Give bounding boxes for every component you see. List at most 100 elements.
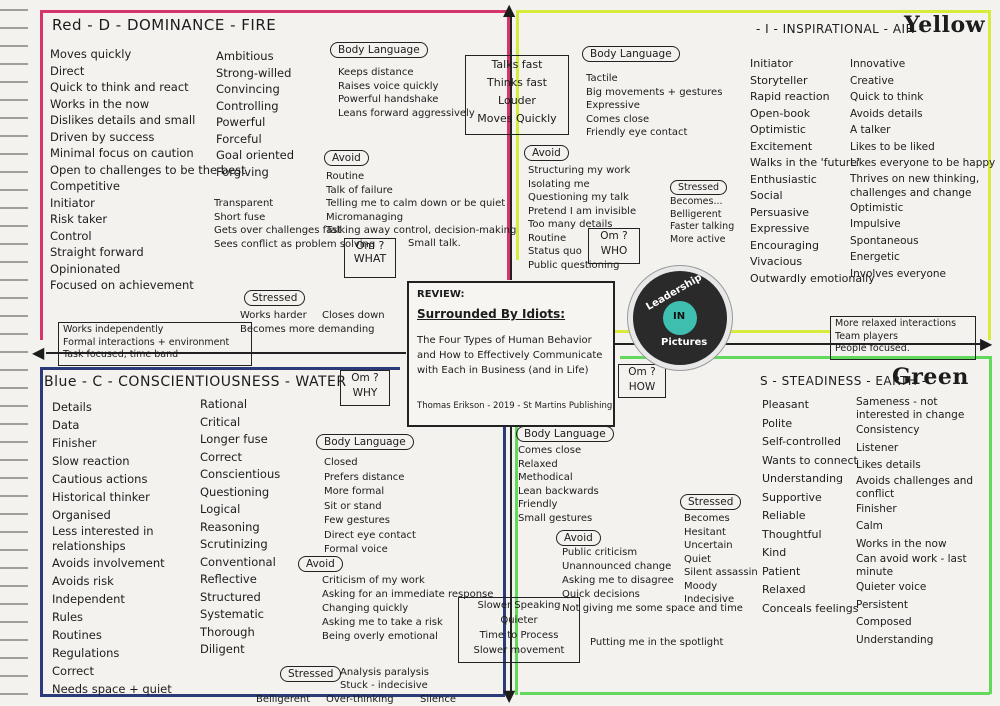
list-item: Straight forward: [50, 245, 144, 259]
arrow-down-icon: ▼: [503, 686, 516, 705]
list-item: Independent: [52, 592, 125, 606]
list-item: Expressive: [750, 222, 810, 235]
list-item: Prefers distance: [324, 471, 405, 483]
list-item: Small gestures: [518, 512, 593, 524]
list-item: Likes details: [856, 459, 921, 471]
green-border-top: [620, 356, 992, 359]
list-item: Slower Speaking: [477, 600, 561, 611]
list-item: Silent assassin: [684, 567, 758, 578]
yellow-border-left: [516, 10, 519, 260]
yellow-border-right: [988, 10, 991, 340]
blue-body-language-list: Closed Prefers distance More formal Sit …: [324, 456, 416, 558]
list-item: Systematic: [200, 607, 264, 621]
list-item: Tactile: [586, 73, 618, 84]
list-item: Formal interactions + environment: [63, 336, 230, 348]
list-item: Becomes: [684, 513, 730, 524]
list-item: Quieter voice: [856, 581, 927, 593]
green-avoid-bubble: Avoid: [556, 530, 601, 546]
book-subtitle: The Four Types of Human Behavior and How…: [417, 335, 603, 376]
list-item: Driven by success: [50, 129, 155, 144]
list-item: Methodical: [518, 472, 573, 483]
list-item: Closed: [324, 457, 358, 468]
list-item: Questioning: [200, 484, 270, 499]
list-item: Patient: [762, 564, 801, 578]
list-item: Slower movement: [473, 645, 565, 656]
list-item: Faster talking: [670, 221, 735, 232]
list-item: Pretend I am invisible: [528, 205, 637, 217]
list-item: More formal: [324, 486, 385, 497]
list-item: Data: [52, 418, 80, 432]
yellow-avoid-list: Structuring my work Isolating me Questio…: [528, 164, 636, 272]
list-item: Relaxed: [518, 458, 558, 470]
list-item: Focused on achievement: [50, 278, 194, 292]
yellow-interaction-box: More relaxed interactions Team players P…: [830, 316, 976, 360]
list-item: Likes everyone to be happy: [850, 157, 996, 169]
list-item: Becomes...: [670, 196, 723, 207]
yellow-traits-col1: Initiator Storyteller Rapid reaction Ope…: [750, 56, 875, 287]
list-item: People focused.: [835, 343, 910, 354]
blue-border-left: [40, 367, 43, 697]
list-item: Thorough: [200, 624, 255, 639]
red-border-left: [40, 10, 43, 340]
list-item: Quiet: [684, 553, 712, 565]
list-item: Team players: [835, 330, 898, 342]
list-item: Friendly: [518, 499, 558, 510]
list-item: Logical: [200, 502, 241, 516]
list-item: Energetic: [850, 251, 900, 263]
list-item: Structuring my work: [528, 165, 631, 176]
list-item: Micromanaging: [326, 211, 404, 223]
logo-ring: [663, 301, 697, 335]
list-item: Can avoid work - last minute: [856, 553, 967, 578]
blue-stressed-belligerent: Belligerent: [256, 694, 311, 705]
list-item: Initiator: [750, 57, 793, 70]
red-avoid-list: Routine Talk of failure Telling me to ca…: [326, 170, 516, 238]
list-item: Avoids challenges and conflict: [856, 474, 974, 500]
red-traits-col1: Moves quickly Direct Quick to think and …: [50, 46, 246, 294]
list-item: Stuck - indecisive: [340, 680, 428, 691]
green-avoid-spotlight: Putting me in the spotlight: [590, 637, 724, 648]
yellow-talks-box: Talks fast Thinks fast Louder Moves Quic…: [465, 55, 569, 135]
list-item: Quieter: [500, 615, 538, 626]
om-label: Om ?: [351, 372, 379, 384]
list-item: Becomes more demanding: [240, 323, 375, 335]
list-item: Talk of failure: [326, 184, 393, 196]
list-item: Composed: [856, 616, 912, 628]
list-item: Uncertain: [684, 540, 733, 551]
list-item: Sees conflict as problem solving: [214, 238, 376, 250]
logo-line3: Pictures: [661, 337, 708, 348]
yellow-stressed-bubble: Stressed: [670, 180, 728, 195]
list-item: Finisher: [856, 502, 897, 515]
blue-traits-col1: Details Data Finisher Slow reaction Caut…: [52, 398, 182, 698]
list-item: Hesitant: [684, 526, 726, 538]
yellow-avoid-bubble: Avoid: [524, 145, 569, 161]
arrow-left-icon: ◀: [32, 343, 45, 362]
list-item: Enthusiastic: [750, 172, 817, 186]
list-item: Direct eye contact: [324, 529, 416, 541]
list-item: Outwardly emotionally: [750, 271, 875, 285]
list-item: Status quo: [528, 246, 582, 257]
list-item: Criticism of my work: [322, 575, 425, 586]
yellow-border-top: [516, 10, 990, 13]
vertical-axis-bottom: [510, 425, 512, 691]
horizontal-axis-left: [46, 352, 406, 354]
book-title-box: REVIEW: Surrounded By Idiots: The Four T…: [407, 281, 615, 427]
list-item: Competitive: [50, 179, 120, 193]
yellow-traits-col2: Innovative Creative Quick to think Avoid…: [850, 56, 995, 282]
list-item: More relaxed interactions: [835, 318, 957, 329]
list-item: Routine: [528, 232, 567, 244]
list-item: Public questioning: [528, 259, 620, 271]
blue-avoid-list: Criticism of my work Asking for an immed…: [322, 574, 493, 644]
list-item: Questioning my talk: [528, 192, 629, 203]
blue-stressed-silence: Silence: [420, 694, 457, 705]
list-item: Transparent: [214, 198, 274, 209]
list-item: Dislikes details and small: [50, 113, 196, 127]
red-interaction-box: Works independently Formal interactions …: [58, 322, 252, 366]
green-avoid-list: Public criticism Unannounced change Aski…: [562, 546, 743, 616]
notebook-spiral: [0, 0, 28, 706]
yellow-heading-name: Yellow: [904, 12, 986, 38]
red-om-what-box: Om ? WHAT: [344, 238, 396, 278]
red-border-top: [40, 10, 510, 13]
green-border-right: [989, 356, 992, 694]
list-item: Avoids risk: [52, 574, 114, 588]
list-item: Comes close: [518, 445, 582, 456]
